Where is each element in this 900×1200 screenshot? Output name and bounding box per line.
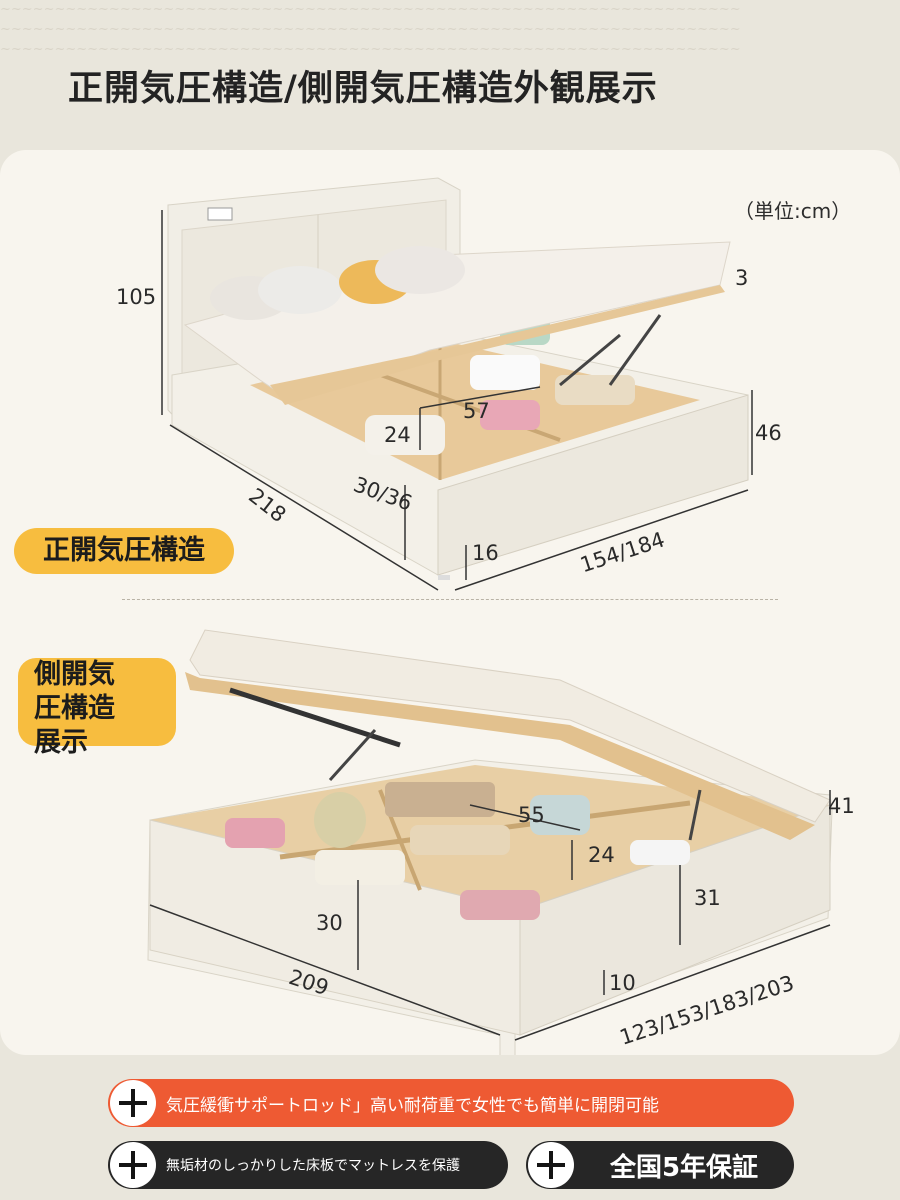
bed1-gas-lift-label: 3 xyxy=(735,266,748,290)
plus-icon xyxy=(110,1080,156,1126)
section-divider xyxy=(122,599,778,600)
bed2-leg-height-label: 10 xyxy=(609,971,636,995)
bed2-inner-height-right-label: 31 xyxy=(694,886,721,910)
bed2-compartment-width-label: 55 xyxy=(518,803,545,827)
bed1-width-label: 154/184 xyxy=(577,527,667,577)
section2-label-line: 圧構造 xyxy=(34,693,115,724)
feature-text: 気圧緩衝サポートロッド」高い耐荷重で女性でも簡単に開閉可能 xyxy=(166,1095,659,1116)
bed2-compartment-depth-label: 24 xyxy=(588,843,615,867)
unit-label: （単位:cm） xyxy=(734,199,852,223)
bed1-compartment-depth-label: 24 xyxy=(384,423,411,447)
section2-label: 側開気 圧構造 展示 xyxy=(18,658,176,758)
feature-solid-wood-slats: 無垢材のしっかりした床板でマットレスを保護 xyxy=(108,1141,508,1189)
section2-label-line: 展示 xyxy=(34,727,88,758)
section1-label: 正開気圧構造 xyxy=(14,528,234,574)
bed1-side-height-label: 46 xyxy=(755,421,782,445)
bed2-frame-top-label: 41 xyxy=(828,794,855,818)
bed-illustrations: 105 3 218 46 57 24 30/36 16 154/184 41 5… xyxy=(116,177,855,1055)
feature-text: 全国5年保証 xyxy=(609,1152,759,1183)
section2-label-line: 側開気 xyxy=(34,659,115,690)
feature-gas-support: 気圧緩衝サポートロッド」高い耐荷重で女性でも簡単に開閉可能 xyxy=(108,1079,794,1127)
feature-warranty: 全国5年保証 xyxy=(526,1141,794,1189)
plus-icon xyxy=(110,1142,156,1188)
bed1-compartment-width-label: 57 xyxy=(463,399,490,423)
page-title: 正開気圧構造/側開気圧構造外観展示 xyxy=(68,69,658,109)
bed1-leg-height-label: 16 xyxy=(472,541,499,565)
bed1-illustration xyxy=(161,177,753,591)
background-newspaper-texture: ~~~~~~~~~~~~~~~~~~~~~~~~~~~~~~~~~~~~~~~~… xyxy=(0,2,741,57)
bed1-height-label: 105 xyxy=(116,285,156,309)
bed2-illustration xyxy=(147,629,833,1055)
plus-icon xyxy=(528,1142,574,1188)
bed1-length-label: 218 xyxy=(244,484,290,528)
feature-text: 無垢材のしっかりした床板でマットレスを保護 xyxy=(166,1158,460,1174)
bed2-inner-height-left-label: 30 xyxy=(316,911,343,935)
